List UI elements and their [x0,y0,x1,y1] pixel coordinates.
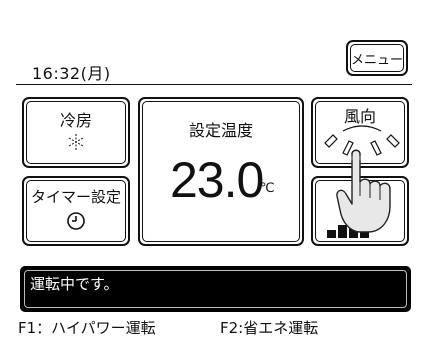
menu-button-label: メニュー [350,52,403,68]
air-direction-label: 風向 [343,107,376,126]
status-text: 運転中です。 [30,275,119,293]
status-bar: 運転中です。 [20,266,411,312]
menu-button[interactable]: メニュー [346,40,408,76]
timer-label: タイマー設定 [30,187,121,206]
vane-direction-icon [324,125,400,156]
setpoint-label: 設定温度 [188,121,253,140]
clock-icon [66,211,86,235]
setpoint-temperature-panel[interactable]: 設定温度 23.0 ℃ [138,97,304,246]
header-divider [16,84,412,85]
snowflake-icon [67,133,85,155]
touch-hand-icon [336,149,391,233]
f2-function-label: F2:省エネ運転 [220,319,319,337]
timer-settings-button[interactable]: タイマー設定 [22,176,130,246]
temperature-unit: ℃ [260,181,275,196]
setpoint-value: 23.0 [170,152,264,208]
f1-function-label: F1：ハイパワー運転 [18,319,156,337]
mode-label: 冷房 [59,110,92,130]
clock-display: 16:32(月) [32,64,111,83]
mode-button[interactable]: 冷房 [22,97,130,168]
